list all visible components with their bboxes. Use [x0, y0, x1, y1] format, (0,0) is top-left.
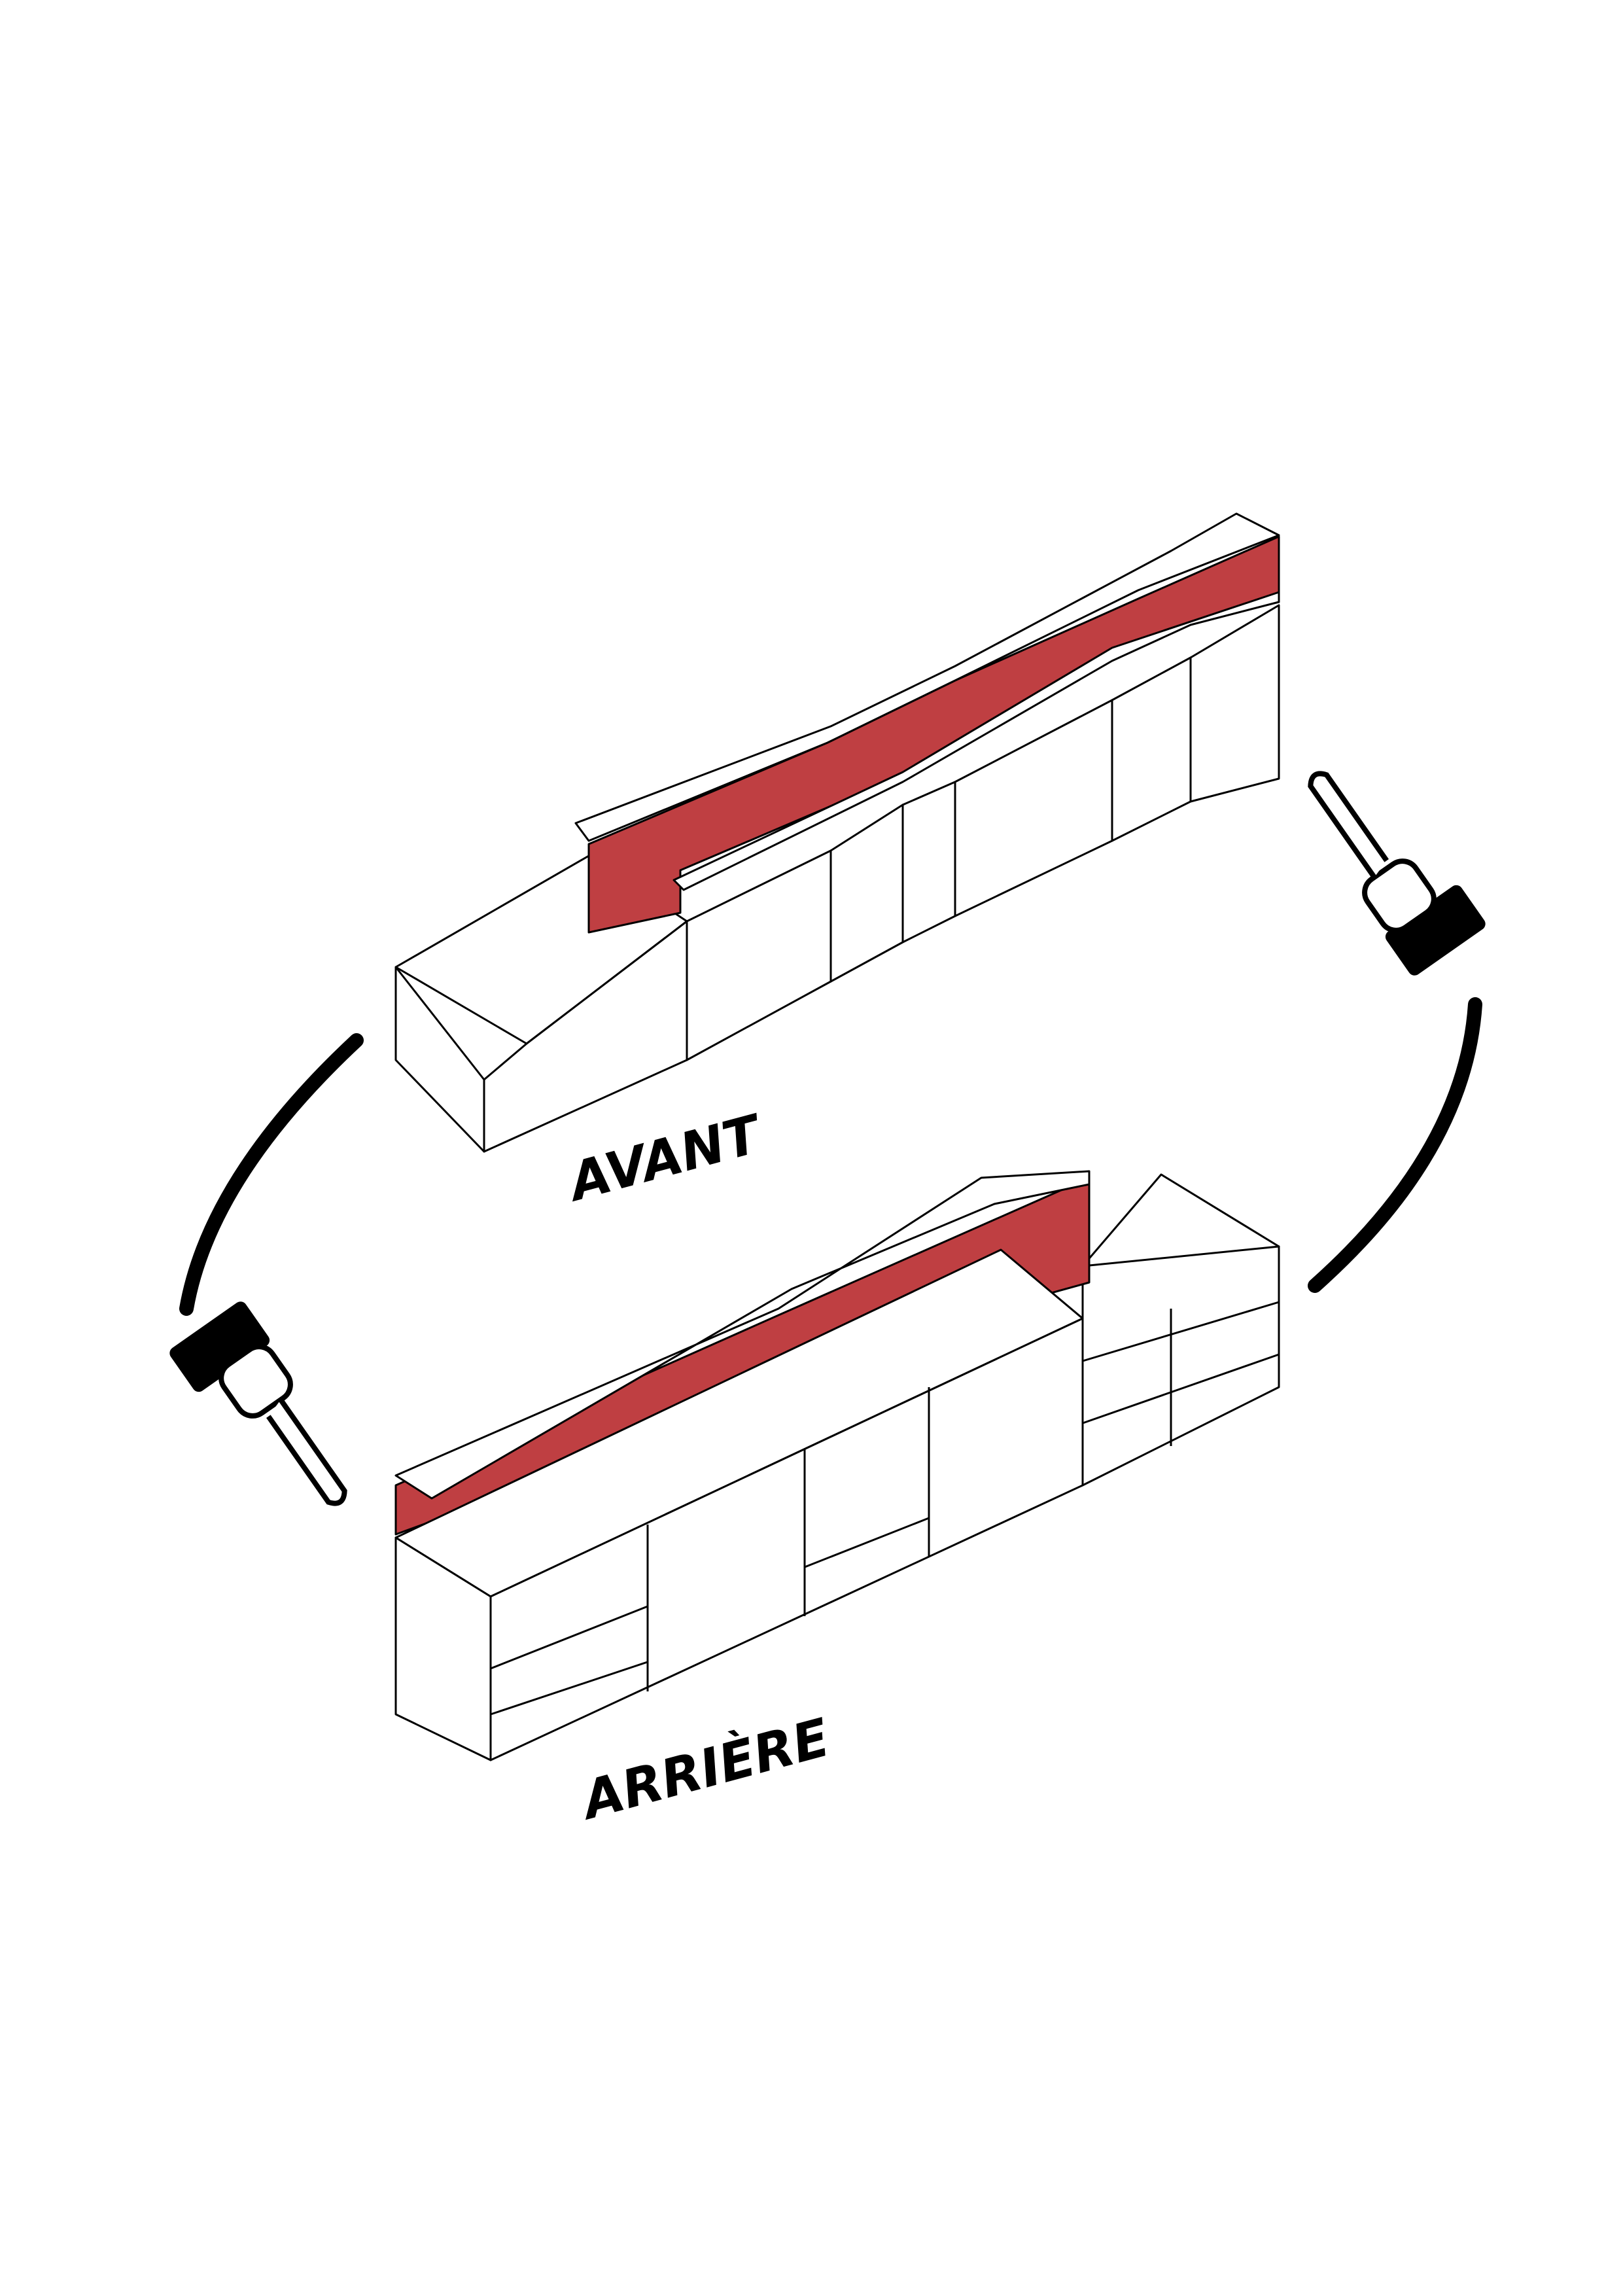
pointing-hand-icon: [169, 1301, 347, 1506]
label-back: ARRIÈRE: [572, 1706, 836, 1832]
desk-back-body-right: [489, 1317, 1084, 1761]
desk-back-right-shelf-1: [1082, 1301, 1280, 1362]
desk-back-top-ledge: [394, 1170, 1091, 1500]
label-front: AVANT: [559, 1103, 769, 1214]
desk-front-mid-ledge: [672, 591, 1280, 891]
rotation-arrow-left: [179, 1033, 364, 1316]
desk-front-module-1: [686, 849, 832, 1061]
desk-back-right-unit-body: [1081, 1245, 1280, 1487]
desk-front-high-counter-top: [574, 512, 1280, 842]
desk-front-module-2: [829, 804, 904, 983]
desk-back-view: [394, 1170, 1280, 1761]
rotation-arrow-right: [1308, 997, 1482, 1293]
desk-front-module-5: [1111, 656, 1192, 842]
desk-front-view: [394, 512, 1280, 1153]
desk-back-right-shelf-2: [1082, 1353, 1280, 1424]
desk-back-shelf-2: [490, 1661, 648, 1716]
desk-back-shelf-1: [490, 1605, 648, 1670]
pointing-hand-icon: [1308, 771, 1486, 976]
desk-front-module-3: [901, 781, 956, 944]
desk-back-shelf-3: [804, 1517, 930, 1568]
desk-front-module-6: [1189, 604, 1280, 803]
